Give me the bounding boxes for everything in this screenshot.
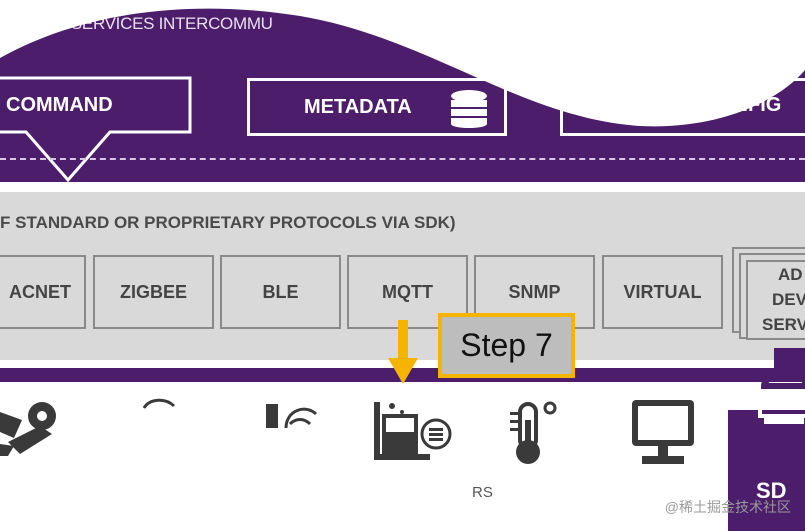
sensor-icon	[266, 404, 318, 429]
protocol-box-acnet: ACNET	[0, 255, 86, 329]
metadata-box: METADATA	[247, 78, 507, 136]
white-wave	[0, 0, 805, 127]
protocol-box-zigbee: ZIGBEE	[93, 255, 214, 329]
header-divider	[0, 158, 805, 160]
tank-sensor-icon	[374, 402, 452, 460]
step-7-callout: Step 7	[438, 313, 575, 378]
stack-line-1: AD	[778, 265, 803, 284]
stack-line-2: DEV	[772, 290, 805, 309]
config-label: ONFIG	[718, 94, 782, 116]
partial-bottom-text: RS	[472, 484, 493, 501]
stack-box-front: AD DEV SERV	[746, 260, 805, 340]
device-services-title: F STANDARD OR PROPRIETARY PROTOCOLS VIA …	[0, 213, 456, 232]
protocol-box-ble: BLE	[220, 255, 341, 329]
computer-monitor-icon	[632, 400, 694, 464]
arrow-down-icon	[388, 320, 418, 384]
metadata-label: METADATA	[304, 95, 412, 118]
step-7-label: Step 7	[460, 327, 553, 363]
briefcase-icon	[728, 348, 805, 531]
stack-line-3: SERV	[762, 315, 805, 334]
gear-hand-icon	[0, 402, 56, 456]
sdk-label: SD	[756, 478, 787, 503]
database-icon	[451, 90, 487, 128]
partial-device-icon	[142, 398, 176, 409]
protocol-box-virtual: VIRTUAL	[602, 255, 723, 329]
command-label: COMMAND	[6, 94, 113, 116]
command-box	[0, 76, 192, 183]
watermark: @稀土掘金技术社区	[664, 499, 791, 515]
thermometer-icon	[510, 401, 557, 464]
